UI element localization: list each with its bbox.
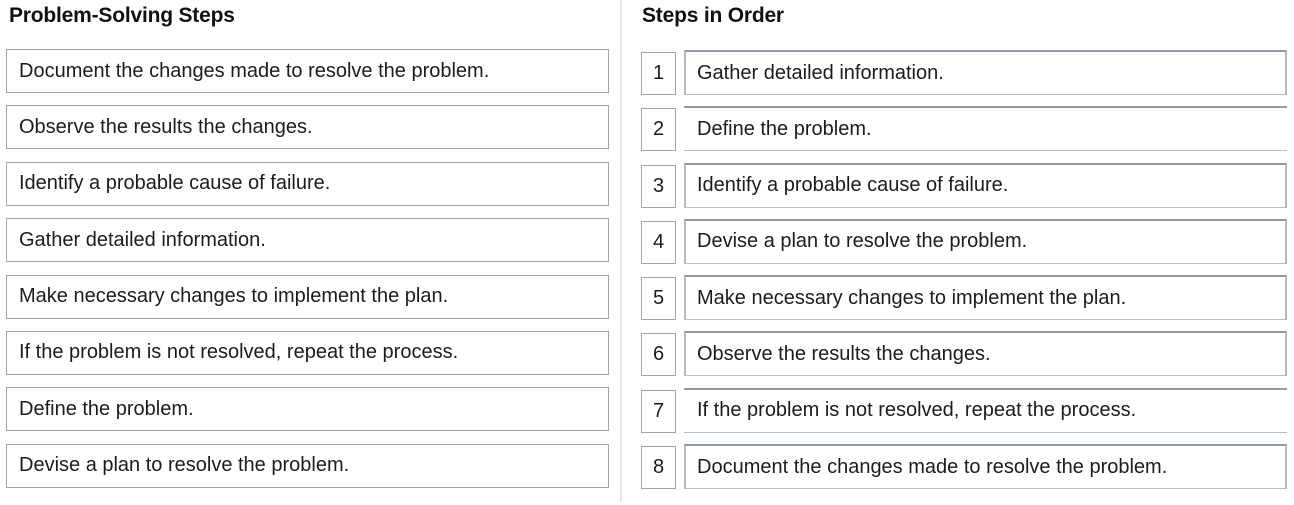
ordered-step-row: 7 If the problem is not resolved, repeat… bbox=[641, 387, 1287, 433]
ordered-step-row: 1 Gather detailed information. bbox=[641, 50, 1287, 95]
problem-solving-steps-heading: Problem-Solving Steps bbox=[9, 4, 235, 27]
step-number: 3 bbox=[641, 164, 676, 208]
ordered-step-row: 5 Make necessary changes to implement th… bbox=[641, 275, 1287, 321]
source-step-item[interactable]: Identify a probable cause of failure. bbox=[6, 161, 609, 206]
ordered-step-row: 3 Identify a probable cause of failure. bbox=[641, 162, 1287, 208]
source-step-item[interactable]: Document the changes made to resolve the… bbox=[6, 49, 609, 93]
answer-slot[interactable]: If the problem is not resolved, repeat t… bbox=[684, 387, 1287, 433]
answer-slot[interactable]: Gather detailed information. bbox=[684, 50, 1287, 95]
answer-slot[interactable]: Devise a plan to resolve the problem. bbox=[684, 218, 1287, 264]
answer-slot[interactable]: Document the changes made to resolve the… bbox=[684, 444, 1287, 490]
answer-slot[interactable]: Define the problem. bbox=[684, 106, 1287, 152]
source-step-item[interactable]: If the problem is not resolved, repeat t… bbox=[6, 330, 609, 375]
step-number: 4 bbox=[641, 220, 676, 264]
source-steps-list: Document the changes made to resolve the… bbox=[6, 49, 609, 500]
source-step-item[interactable]: Gather detailed information. bbox=[6, 218, 609, 263]
step-number: 5 bbox=[641, 277, 676, 321]
step-number: 7 bbox=[641, 389, 676, 433]
ordered-step-row: 6 Observe the results the changes. bbox=[641, 331, 1287, 377]
ordered-step-row: 4 Devise a plan to resolve the problem. bbox=[641, 218, 1287, 264]
step-number: 8 bbox=[641, 446, 676, 490]
step-number: 6 bbox=[641, 333, 676, 377]
source-step-item[interactable]: Observe the results the changes. bbox=[6, 105, 609, 150]
ordered-step-row: 8 Document the changes made to resolve t… bbox=[641, 444, 1287, 490]
step-number: 2 bbox=[641, 108, 676, 152]
source-step-item[interactable]: Make necessary changes to implement the … bbox=[6, 274, 609, 319]
steps-in-order-heading: Steps in Order bbox=[642, 4, 784, 27]
column-divider bbox=[620, 0, 622, 502]
source-step-item[interactable]: Devise a plan to resolve the problem. bbox=[6, 443, 609, 488]
answer-slot[interactable]: Identify a probable cause of failure. bbox=[684, 162, 1287, 208]
source-step-item[interactable]: Define the problem. bbox=[6, 387, 609, 432]
step-number: 1 bbox=[641, 52, 676, 95]
answer-slot[interactable]: Observe the results the changes. bbox=[684, 331, 1287, 377]
ordered-step-row: 2 Define the problem. bbox=[641, 106, 1287, 152]
answer-slot[interactable]: Make necessary changes to implement the … bbox=[684, 275, 1287, 321]
ordered-steps-list: 1 Gather detailed information. 2 Define … bbox=[641, 50, 1287, 500]
